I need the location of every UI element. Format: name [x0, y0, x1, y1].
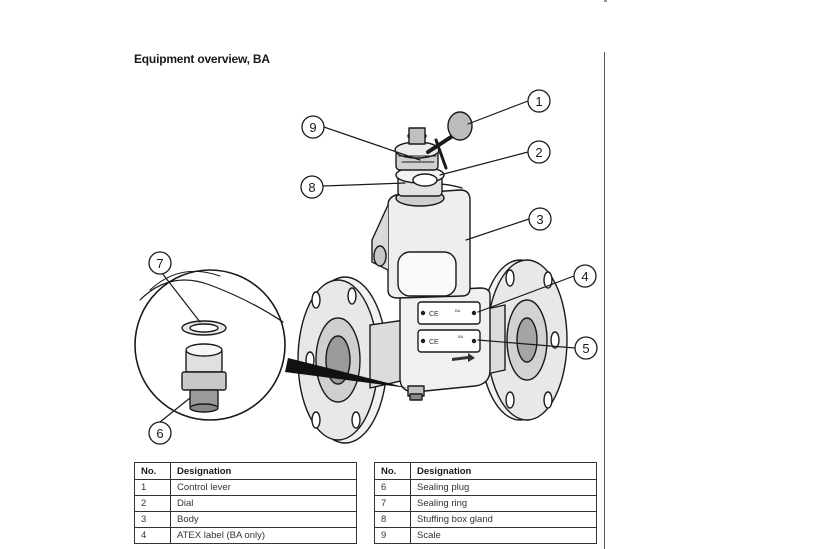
callout-4-number: 4 [581, 269, 588, 284]
table-row: 1 Control lever [134, 479, 357, 496]
callout-9-number: 9 [309, 120, 316, 135]
callout-5-number: 5 [582, 341, 589, 356]
row-number: 6 [374, 479, 411, 496]
table-row: 3 Body [134, 511, 357, 528]
legend-header-no: No. [374, 462, 411, 480]
page-edge-mark [604, 0, 607, 2]
legend-header-row: No. Designation [134, 462, 357, 480]
svg-text:BA: BA [458, 334, 464, 339]
leader-lines [159, 100, 576, 423]
flow-arrow-icon [452, 353, 475, 362]
detail-pointer [285, 358, 408, 388]
row-number: 9 [374, 527, 411, 544]
callout-7-number: 7 [156, 256, 163, 271]
row-number: 1 [134, 479, 171, 496]
table-row: 6 Sealing plug [374, 479, 597, 496]
legend-header-designation: Designation [170, 462, 357, 480]
legend-table-left: No. Designation 1 Control lever 2 Dial 3… [134, 462, 357, 544]
callout-5 [574, 336, 598, 360]
table-row: 2 Dial [134, 495, 357, 512]
callout-2-number: 2 [535, 145, 542, 160]
row-designation: Sealing ring [410, 495, 597, 512]
row-designation: Sealing plug [410, 479, 597, 496]
callout-2 [527, 140, 551, 164]
table-row: 7 Sealing ring [374, 495, 597, 512]
type-label-plate: CE BA [417, 329, 481, 353]
callout-6-number: 6 [156, 426, 163, 441]
table-row: 4 ATEX label (BA only) [134, 527, 357, 544]
callout-1-number: 1 [535, 94, 542, 109]
row-designation: Dial [170, 495, 357, 512]
callout-6 [148, 421, 172, 445]
row-designation: Control lever [170, 479, 357, 496]
callout-3 [528, 207, 552, 231]
row-number: 8 [374, 511, 411, 528]
atex-label-plate: CE BA [417, 301, 481, 325]
svg-text:BA: BA [455, 308, 461, 313]
column-divider [604, 52, 605, 549]
right-flange [479, 259, 568, 421]
callout-1 [527, 89, 551, 113]
row-number: 3 [134, 511, 171, 528]
table-row: 9 Scale [374, 527, 597, 544]
legend-header-no: No. [134, 462, 171, 480]
detail-view [134, 269, 286, 421]
row-designation: ATEX label (BA only) [170, 527, 357, 544]
legend-header-row: No. Designation [374, 462, 597, 480]
svg-text:CE: CE [429, 311, 439, 318]
sealing-plug-location [407, 385, 425, 401]
row-number: 7 [374, 495, 411, 512]
svg-text:CE: CE [429, 339, 439, 346]
legend-table-right: No. Designation 6 Sealing plug 7 Sealing… [374, 462, 597, 544]
row-number: 4 [134, 527, 171, 544]
callout-4 [573, 264, 597, 288]
section-title: Equipment overview, BA [134, 52, 270, 66]
callout-7 [148, 251, 172, 275]
callout-9 [301, 115, 325, 139]
legend-header-designation: Designation [410, 462, 597, 480]
row-number: 2 [134, 495, 171, 512]
row-designation: Stuffing box gland [410, 511, 597, 528]
callout-3-number: 3 [536, 212, 543, 227]
callout-8-number: 8 [308, 180, 315, 195]
table-row: 8 Stuffing box gland [374, 511, 597, 528]
row-designation: Scale [410, 527, 597, 544]
row-designation: Body [170, 511, 357, 528]
callout-8 [300, 175, 324, 199]
